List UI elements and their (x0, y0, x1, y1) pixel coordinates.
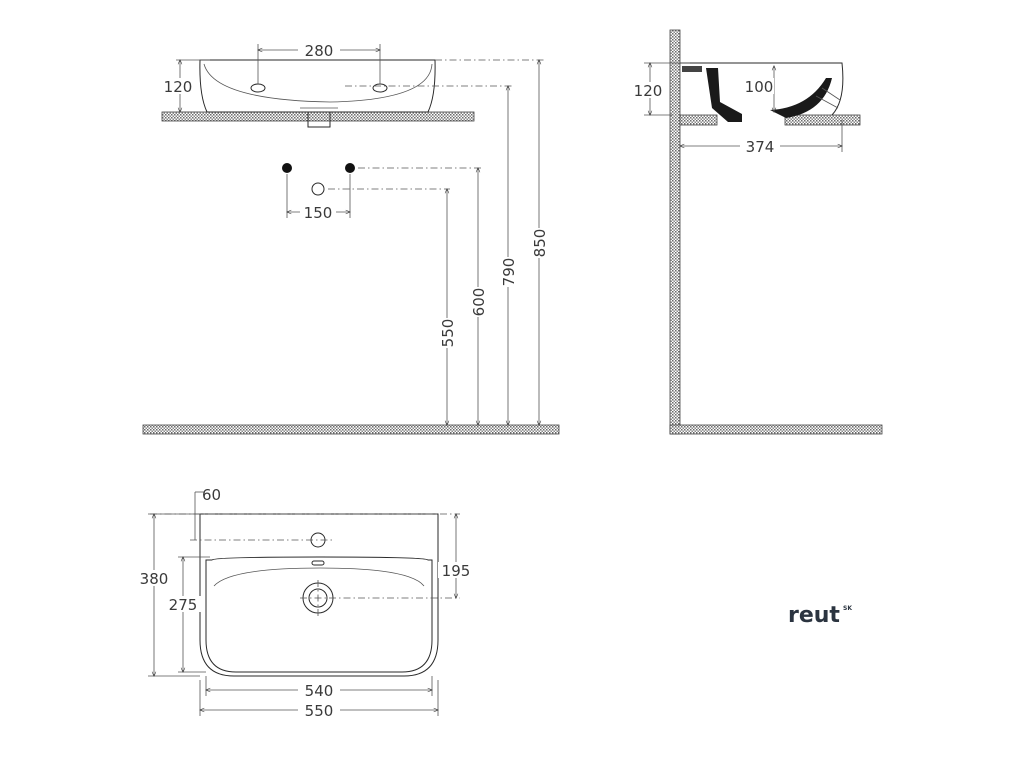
waste-point (311, 182, 325, 196)
dim-150: 150 (304, 204, 333, 222)
floor-slab (142, 424, 560, 435)
dim-60: 60 (202, 486, 221, 504)
basin-inner-bowl (205, 556, 433, 673)
dim-side-120: 120 (634, 82, 663, 100)
basin-side-profile (680, 62, 844, 116)
brand-name: reut (788, 603, 840, 628)
overflow-slot (311, 560, 325, 566)
countertop-slab (161, 111, 475, 122)
brand-superscript: SK (843, 605, 852, 612)
side-countertop-right (784, 114, 861, 126)
dim-280: 280 (305, 42, 334, 60)
dim-374: 374 (746, 138, 775, 156)
drain-inner (308, 588, 328, 608)
supply-point-left (282, 163, 292, 173)
wall-slab (669, 29, 681, 435)
dim-790: 790 (500, 258, 518, 287)
dim-850: 850 (531, 229, 549, 258)
side-countertop-left (679, 114, 718, 126)
dim-550-width: 550 (305, 702, 334, 720)
dim-195: 195 (442, 562, 471, 580)
dim-540: 540 (305, 682, 334, 700)
dim-550: 550 (439, 319, 457, 348)
basin-front-outline (199, 59, 436, 113)
brand-logo: reut SK (788, 603, 852, 628)
drain-stub (307, 112, 331, 128)
dim-600: 600 (470, 288, 488, 317)
side-view: 120 100 374 (630, 29, 883, 435)
dim-380: 380 (140, 570, 169, 588)
faucet-hole-left (250, 83, 266, 93)
dim-275: 275 (169, 596, 198, 614)
supply-point-right (345, 163, 355, 173)
side-floor-slab (669, 424, 883, 435)
basin-top-outline (199, 513, 439, 677)
faucet-hole-right (372, 83, 388, 93)
dim-front-120: 120 (164, 78, 193, 96)
top-view: 60 380 275 195 540 550 (136, 486, 476, 720)
dim-side-100: 100 (745, 78, 774, 96)
front-view: 280 120 150 850 790 600 (142, 42, 560, 435)
